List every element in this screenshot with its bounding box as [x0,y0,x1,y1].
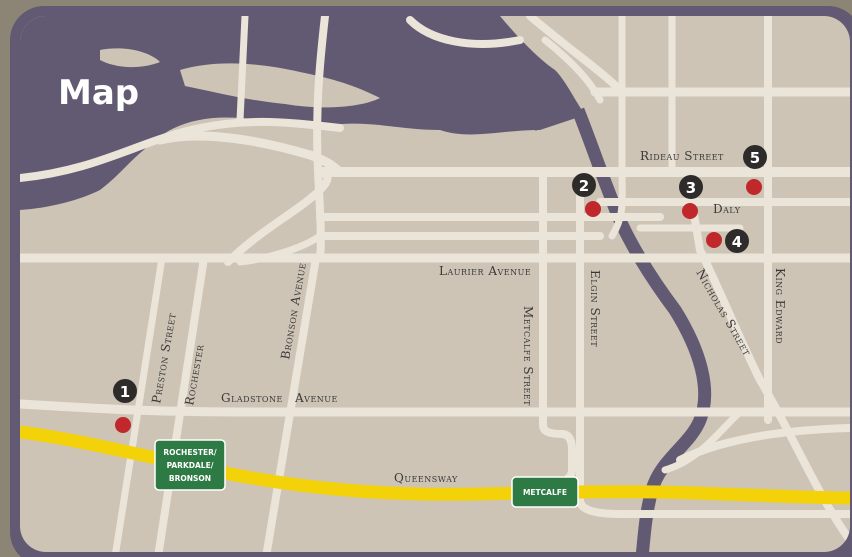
exit-sign-rochester: ROCHESTER/ PARKDALE/ BRONSON [154,439,226,491]
queensway-highway [20,425,850,505]
number-badge [743,145,767,169]
land-area [20,16,850,552]
exit-sign-metcalfe: METCALFE [511,476,579,508]
marker-4[interactable]: 4 [706,229,749,253]
marker-2[interactable]: 2 [572,173,601,217]
label-elgin-street: Elgin Street [588,270,602,347]
marker-number: 1 [120,383,130,401]
label-rideau-street: Rideau Street [640,149,724,163]
number-badge [725,229,749,253]
number-badge [572,173,596,197]
marker-3[interactable]: 3 [679,175,703,219]
exit-sign-label: METCALFE [523,488,567,497]
label-gladstone-avenue: Avenue [294,391,338,405]
label-metcalfe-street: Metcalfe Street [521,306,535,406]
marker-number: 5 [750,149,760,167]
marker-dot[interactable] [746,179,762,195]
map-title: Map [58,73,139,113]
number-badge [113,379,137,403]
ottawa-river [20,16,585,210]
marker-number: 3 [686,179,696,197]
marker-dot[interactable] [585,201,601,217]
marker-number: 4 [732,233,742,251]
label-laurier-avenue: Laurier Avenue [439,264,531,278]
landmark-diamond-icon [523,106,548,131]
island-large [180,63,380,108]
marker-1[interactable]: 1 [113,379,137,433]
number-badge [679,175,703,199]
exit-sign-line-1: ROCHESTER/ [163,448,216,457]
label-daly: Daly [713,202,741,216]
marker-dot[interactable] [706,232,722,248]
exit-sign-line-3: BRONSON [169,474,211,483]
label-king-edward: King Edward [773,268,787,344]
marker-dot[interactable] [682,203,698,219]
road-network [20,16,850,552]
island-small [100,48,160,68]
label-gladstone: Gladstone [221,391,283,405]
marker-5[interactable]: 5 [743,145,767,195]
marker-number: 2 [579,177,589,195]
label-queensway: Queensway [394,471,458,485]
marker-dot[interactable] [115,417,131,433]
exit-sign-line-2: PARKDALE/ [167,461,214,470]
